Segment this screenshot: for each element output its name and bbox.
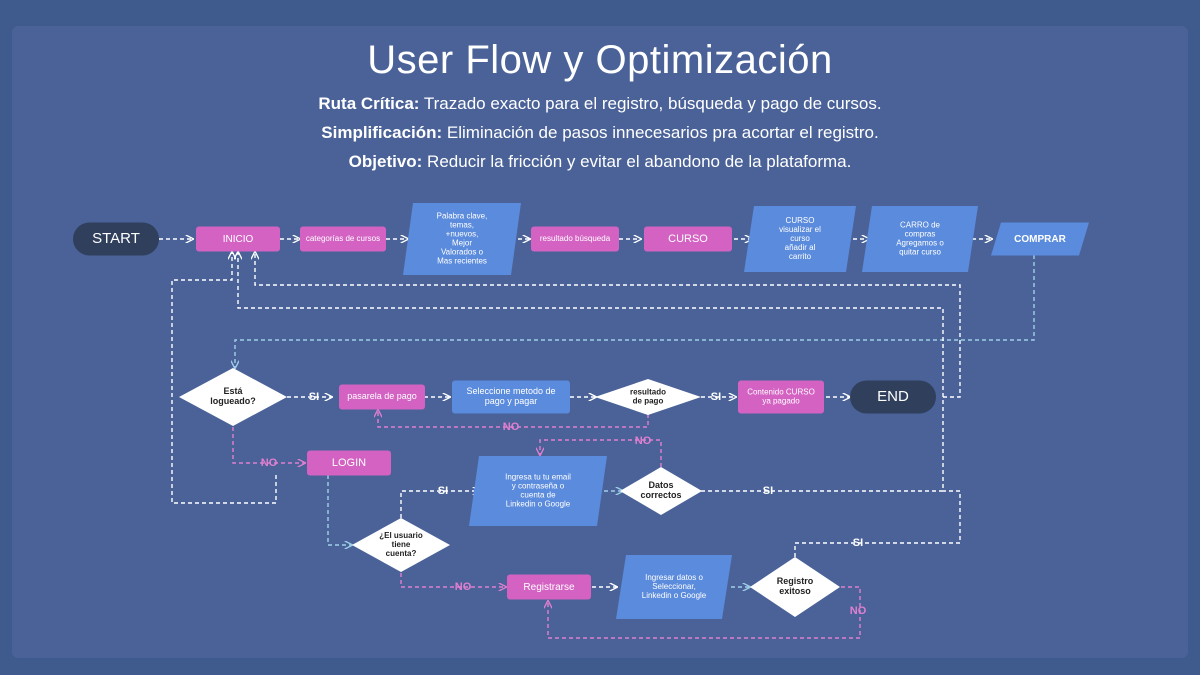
edge-resultado-no-pasarela xyxy=(378,410,649,428)
edge-label-si_4: SI xyxy=(763,485,773,497)
subtitle-simplificacion: Simplificación: Eliminación de pasos inn… xyxy=(0,120,1200,145)
node-categorias-label: categorías de cursos xyxy=(306,234,380,243)
subtitle-ruta: Ruta Crítica: Trazado exacto para el reg… xyxy=(0,91,1200,116)
edge-registro-no-registrarse xyxy=(548,586,861,639)
edge-datos-return-inicio xyxy=(238,252,944,492)
edge-login-return-inicio xyxy=(171,252,277,504)
flow-edge-labels: SI SI NO NO NO SI SI NO SI NO xyxy=(261,391,867,617)
header: User Flow y Optimización Ruta Crítica: T… xyxy=(0,38,1200,174)
background-panel xyxy=(12,26,1188,658)
subtitle-ruta-label: Ruta Crítica: xyxy=(318,94,420,113)
edge-datos-no-ingresa xyxy=(540,439,662,467)
subtitle-ruta-text: Trazado exacto para el registro, búsqued… xyxy=(419,94,882,113)
node-curso[interactable]: CURSO xyxy=(644,226,732,252)
edge-label-no_5: NO xyxy=(850,605,867,617)
edge-label-no_2: NO xyxy=(635,435,652,447)
node-resultado_busqueda[interactable]: resultado búsqueda xyxy=(531,226,619,252)
edge-label-no_3: NO xyxy=(261,457,278,469)
edge-label-si_3: SI xyxy=(438,485,448,497)
edge-end-return-inicio xyxy=(255,252,961,398)
node-pasarela[interactable]: pasarela de pago xyxy=(339,384,425,410)
edge-logueado-no-login xyxy=(232,427,305,463)
subtitle-objetivo-label: Objetivo: xyxy=(348,152,423,171)
subtitle-objetivo: Objetivo: Reducir la fricción y evitar e… xyxy=(0,149,1200,174)
flow-nodes: START INICIO categorías de cursos Palabra c… xyxy=(73,203,1089,619)
node-start[interactable]: START xyxy=(73,222,159,256)
edge-login-tiene-cuenta xyxy=(327,475,352,545)
node-login[interactable]: LOGIN xyxy=(307,450,391,476)
node-inicio-label: INICIO xyxy=(223,234,254,245)
edge-comprar-logueado xyxy=(235,255,1035,368)
edge-registro-si-datos xyxy=(794,490,961,557)
subtitle-simplificacion-text: Eliminación de pasos innecesarios pra ac… xyxy=(442,123,879,142)
edge-label-no_4: NO xyxy=(455,581,472,593)
node-inicio[interactable]: INICIO xyxy=(196,226,280,252)
node-curso-label: CURSO xyxy=(668,233,708,245)
node-end-label: END xyxy=(877,388,909,405)
node-registrarse[interactable]: Registrarse xyxy=(507,574,591,600)
node-resultado_busqueda-label: resultado búsqueda xyxy=(540,234,611,243)
edge-tiene-cuenta-no-registrarse xyxy=(400,573,506,587)
edge-label-si_2: SI xyxy=(711,391,721,403)
edge-tiene-cuenta-si-ingresa xyxy=(400,491,480,518)
page-title: User Flow y Optimización xyxy=(367,38,833,82)
subtitle-simplificacion-label: Simplificación: xyxy=(321,123,443,142)
node-pasarela-label: pasarela de pago xyxy=(347,391,417,401)
node-comprar[interactable]: COMPRAR xyxy=(991,222,1089,256)
node-categorias[interactable]: categorías de cursos xyxy=(300,226,386,252)
edge-label-si_5: SI xyxy=(853,537,863,549)
flow-edges xyxy=(159,239,1035,639)
subtitle-objetivo-text: Reducir la fricción y evitar el abandono… xyxy=(422,152,852,171)
node-end[interactable]: END xyxy=(850,380,936,414)
node-start-label: START xyxy=(92,230,140,247)
node-registrarse-label: Registrarse xyxy=(523,582,575,593)
edge-label-no_1: NO xyxy=(503,421,520,433)
node-comprar-label: COMPRAR xyxy=(1014,234,1066,245)
node-login-label: LOGIN xyxy=(332,457,366,469)
edge-label-si_1: SI xyxy=(309,391,319,403)
